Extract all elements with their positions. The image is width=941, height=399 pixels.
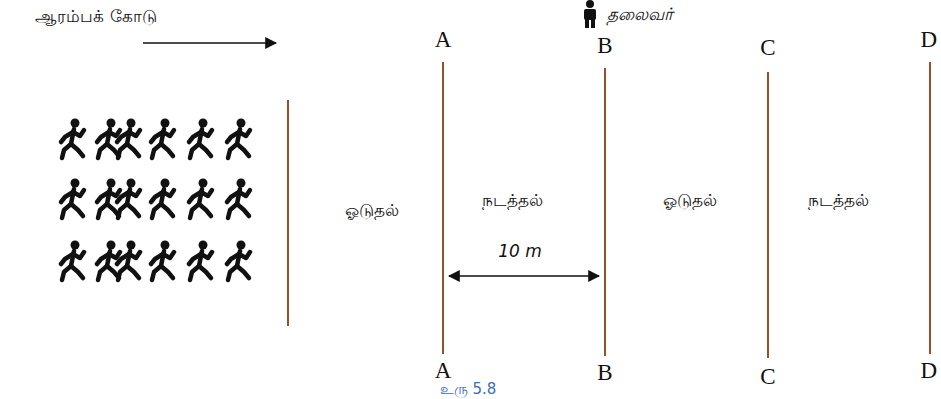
figure-caption: உரு 5.8 [440,380,497,398]
text-label: 10 m [498,241,542,261]
text-label: நடத்தல் [482,190,543,210]
runner-figure [97,179,120,219]
text-label: ஆரம்பக் கோடு [35,6,156,26]
runner-figure [151,119,174,159]
runner-figure [61,119,84,159]
line-c [767,72,769,358]
runner-figure [189,119,212,159]
runner-figure [97,119,120,159]
runner-figure [61,241,84,281]
distance-arrow [449,275,599,277]
runner-figure [151,241,174,281]
runners [61,119,250,281]
runner-figure [151,179,174,219]
line-letter: B [597,359,612,387]
line-letter: D [920,26,937,54]
runner-figure [117,179,140,219]
text-label: தலைவர் [607,4,673,24]
start-line [287,100,289,326]
line-b [604,68,606,356]
runner-figure [97,241,120,281]
runner-figure [227,119,250,159]
text-label: ஓடுதல் [345,200,399,220]
runner-figure [117,241,140,281]
line-letter: B [597,32,612,60]
line-letter: C [760,34,775,62]
runner-figure [117,119,140,159]
line-d [929,62,931,354]
runner-figure [227,241,250,281]
line-a [442,62,444,354]
start-arrow [143,42,276,44]
runner-figure [189,241,212,281]
runner-figure [227,179,250,219]
line-letter: A [435,26,452,54]
text-label: நடத்தல் [808,190,869,210]
line-letter: D [920,357,937,385]
runner-figure [61,179,84,219]
leader-icon [584,0,596,28]
text-label: ஓடுதல் [663,190,717,210]
runner-figure [189,179,212,219]
line-letter: C [760,363,775,391]
